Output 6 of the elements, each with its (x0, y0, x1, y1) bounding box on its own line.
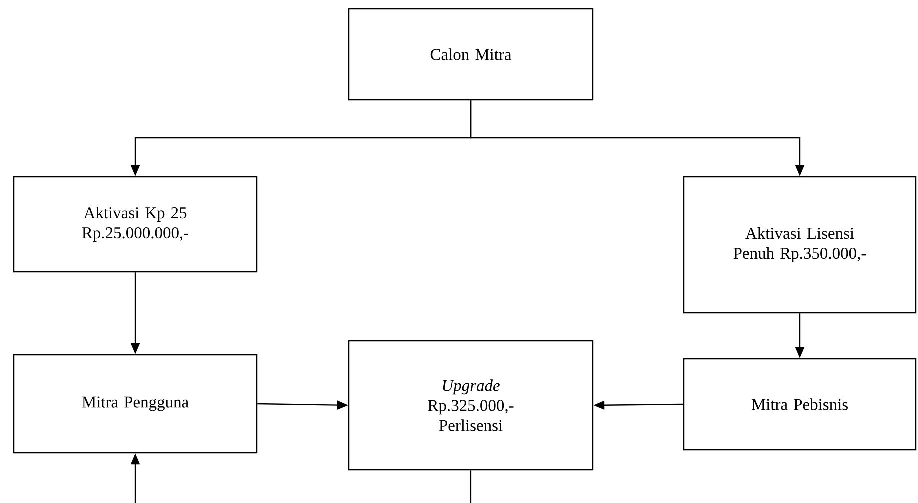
process-box: Mitra Pengguna (13, 354, 258, 454)
process-box: Upgrade Rp.325.000,- Perlisensi (348, 340, 594, 471)
process-box: Aktivasi Kp 25 Rp.25.000.000,- (13, 176, 258, 273)
process-box: Calon Mitra (348, 8, 594, 101)
process-box: Aktivasi Lisensi Penuh Rp.350.000,- (683, 176, 917, 314)
process-box: Mitra Pebisnis (683, 358, 917, 451)
